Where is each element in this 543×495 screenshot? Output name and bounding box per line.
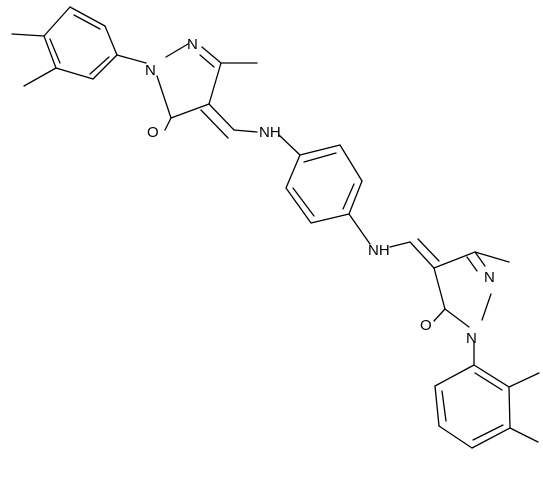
bond (474, 372, 503, 391)
bond (481, 293, 492, 321)
bond (201, 46, 222, 64)
bond (49, 38, 61, 64)
nitrogen-atom: N (145, 62, 156, 79)
atom-labels: N N O NH NH O N N (145, 36, 495, 347)
bond (208, 103, 235, 131)
bond (165, 43, 189, 58)
bond (409, 241, 435, 269)
bond (433, 267, 446, 310)
bond (339, 144, 363, 182)
bond (303, 152, 337, 163)
bond (441, 390, 447, 422)
nitrogen-atom: N (187, 36, 198, 53)
bond (164, 117, 172, 131)
bond (11, 33, 45, 37)
bond (200, 109, 229, 139)
amine-nh: NH (368, 242, 390, 259)
bond (116, 54, 147, 64)
bond (433, 308, 446, 322)
bond (55, 67, 94, 80)
bond (438, 425, 473, 449)
bond (233, 129, 258, 133)
bond (509, 427, 539, 443)
bond (285, 154, 301, 189)
bond (508, 372, 540, 388)
bond (434, 385, 440, 427)
bond (285, 187, 312, 224)
bond (389, 241, 411, 248)
nitrogen-atom: N (484, 269, 495, 286)
bond (474, 251, 486, 267)
bond (466, 256, 478, 272)
bond (310, 213, 350, 224)
bond (170, 103, 210, 119)
bond (104, 25, 118, 56)
bond (417, 238, 440, 262)
bond (342, 183, 355, 210)
bond (156, 75, 172, 119)
bond (43, 6, 71, 37)
bond (434, 364, 475, 387)
bond (474, 251, 510, 263)
bond (348, 180, 363, 215)
bond (508, 386, 511, 429)
bond (73, 14, 101, 30)
bond (278, 134, 301, 156)
bond (208, 62, 222, 105)
bond (92, 54, 118, 80)
bond (89, 56, 110, 75)
bond (299, 144, 341, 156)
bond (23, 67, 57, 87)
bond (199, 54, 215, 68)
bond (472, 424, 504, 441)
bond (292, 187, 315, 217)
nitrogen-atom: N (466, 330, 477, 347)
bond (348, 213, 371, 245)
bond (43, 35, 57, 69)
bond (433, 251, 476, 269)
bond (471, 427, 511, 449)
bonds (11, 6, 540, 449)
bond (473, 364, 510, 388)
bond (69, 6, 106, 27)
oxygen-atom: O (147, 124, 159, 141)
amine-nh: NH (259, 124, 281, 141)
bond (444, 308, 470, 328)
oxygen-atom: O (420, 317, 432, 334)
